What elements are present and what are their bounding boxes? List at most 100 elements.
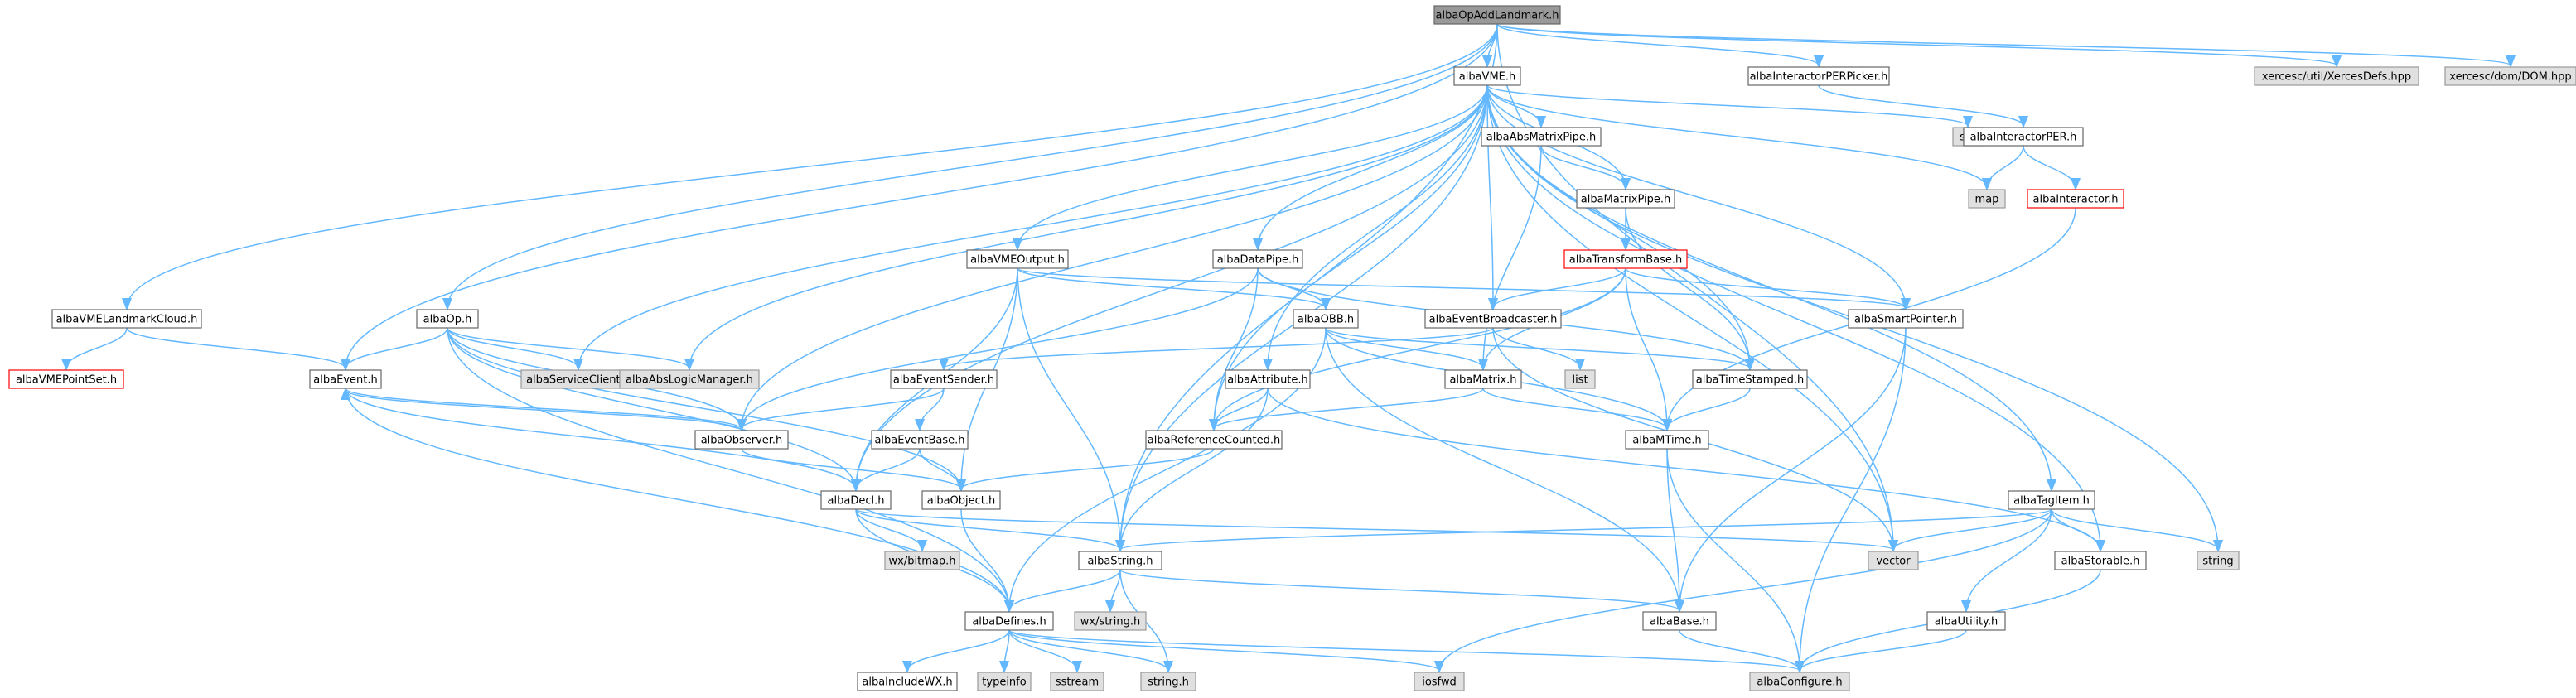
node-iosfwd[interactable]: iosfwd xyxy=(1414,672,1465,691)
node-box[interactable] xyxy=(1453,66,1521,86)
node-box[interactable] xyxy=(1140,672,1196,691)
node-box[interactable] xyxy=(871,430,969,450)
node-alba-matrix-pipe[interactable]: albaMatrixPipe.h xyxy=(1576,189,1675,209)
node-alba-include-wx[interactable]: albaIncludeWX.h xyxy=(857,672,958,691)
node-box[interactable] xyxy=(416,309,479,329)
node-alba-vmelandmark-cloud[interactable]: albaVMELandmarkCloud.h xyxy=(51,309,202,329)
node-box[interactable] xyxy=(1433,5,1561,25)
node-wx-bitmap[interactable]: wx/bitmap.h xyxy=(884,551,960,570)
node-box[interactable] xyxy=(966,249,1069,269)
node-box[interactable] xyxy=(884,551,960,570)
node-alba-event-sender[interactable]: albaEventSender.h xyxy=(890,369,998,389)
node-box[interactable] xyxy=(1868,551,1919,570)
node-map[interactable]: map xyxy=(1968,189,2006,209)
node-alba-service-client[interactable]: albaServiceClient.h xyxy=(520,369,636,389)
node-list[interactable]: list xyxy=(1564,369,1596,389)
node-box[interactable] xyxy=(921,490,1001,510)
node-alba-event-base[interactable]: albaEventBase.h xyxy=(871,430,969,450)
node-alba-base[interactable]: albaBase.h xyxy=(1642,611,1717,631)
node-box[interactable] xyxy=(1848,309,1964,329)
node-alba-mtime[interactable]: albaMTime.h xyxy=(1625,430,1709,450)
node-alba-smart-pointer[interactable]: albaSmartPointer.h xyxy=(1848,309,1964,329)
node-alba-interactor-per[interactable]: albaInteractorPER.h xyxy=(1963,127,2084,147)
node-alba-observer[interactable]: albaObserver.h xyxy=(694,430,789,450)
node-box[interactable] xyxy=(309,369,382,389)
node-box[interactable] xyxy=(1749,672,1850,691)
edge-alba-time-stamped-to-alba-mtime xyxy=(1667,388,1751,429)
node-alba-transform-base[interactable]: albaTransformBase.h xyxy=(1563,249,1688,269)
node-alba-configure[interactable]: albaConfigure.h xyxy=(1749,672,1850,691)
node-box[interactable] xyxy=(1050,672,1104,691)
node-box[interactable] xyxy=(1564,369,1596,389)
node-box[interactable] xyxy=(890,369,998,389)
node-alba-utility[interactable]: albaUtility.h xyxy=(1926,611,2006,631)
node-string-h[interactable]: string.h xyxy=(1140,672,1196,691)
node-box[interactable] xyxy=(51,309,202,329)
node-box[interactable] xyxy=(1212,249,1303,269)
node-box[interactable] xyxy=(2197,551,2240,570)
node-box[interactable] xyxy=(1078,551,1162,570)
node-alba-interactor-perpicker[interactable]: albaInteractorPERPicker.h xyxy=(1747,66,1890,86)
node-alba-data-pipe[interactable]: albaDataPipe.h xyxy=(1212,249,1303,269)
node-box[interactable] xyxy=(2444,66,2576,86)
node-box[interactable] xyxy=(1424,309,1562,329)
node-box[interactable] xyxy=(619,369,760,389)
node-box[interactable] xyxy=(857,672,958,691)
node-alba-op-add-landmark[interactable]: albaOpAddLandmark.h xyxy=(1433,5,1561,25)
node-wx-string[interactable]: wx/string.h xyxy=(1074,611,1147,631)
node-string[interactable]: string xyxy=(2197,551,2240,570)
node-vector[interactable]: vector xyxy=(1868,551,1919,570)
node-alba-vme[interactable]: albaVME.h xyxy=(1453,66,1521,86)
node-alba-string[interactable]: albaString.h xyxy=(1078,551,1162,570)
node-box[interactable] xyxy=(1747,66,1890,86)
node-box[interactable] xyxy=(2054,551,2147,570)
node-box[interactable] xyxy=(1625,430,1709,450)
node-alba-reference-counted[interactable]: albaReferenceCounted.h xyxy=(1145,430,1283,450)
node-alba-event[interactable]: albaEvent.h xyxy=(309,369,382,389)
node-alba-time-stamped[interactable]: albaTimeStamped.h xyxy=(1692,369,1808,389)
node-box[interactable] xyxy=(1968,189,2006,209)
node-alba-defines[interactable]: albaDefines.h xyxy=(964,611,1054,631)
node-box[interactable] xyxy=(2008,490,2095,510)
node-box[interactable] xyxy=(694,430,789,450)
node-label: map xyxy=(1975,194,1999,206)
node-box[interactable] xyxy=(1563,249,1688,269)
node-box[interactable] xyxy=(1293,309,1359,329)
node-box[interactable] xyxy=(2254,66,2419,86)
node-box[interactable] xyxy=(1692,369,1808,389)
node-box[interactable] xyxy=(1481,127,1602,147)
node-alba-matrix[interactable]: albaMatrix.h xyxy=(1444,369,1522,389)
node-box[interactable] xyxy=(1074,611,1147,631)
node-box[interactable] xyxy=(1576,189,1675,209)
node-box[interactable] xyxy=(1225,369,1311,389)
node-box[interactable] xyxy=(1414,672,1465,691)
node-alba-vmepoint-set[interactable]: albaVMEPointSet.h xyxy=(8,369,124,389)
node-xerces-dom[interactable]: xercesc/dom/DOM.hpp xyxy=(2444,66,2576,86)
node-alba-obb[interactable]: albaOBB.h xyxy=(1293,309,1359,329)
node-box[interactable] xyxy=(1444,369,1522,389)
node-alba-attribute[interactable]: albaAttribute.h xyxy=(1225,369,1311,389)
node-typeinfo[interactable]: typeinfo xyxy=(977,672,1032,691)
node-box[interactable] xyxy=(1145,430,1283,450)
node-alba-abs-logic-manager[interactable]: albaAbsLogicManager.h xyxy=(619,369,760,389)
edge-alba-smart-pointer-to-alba-base xyxy=(1679,327,1907,610)
node-alba-storable[interactable]: albaStorable.h xyxy=(2054,551,2147,570)
node-box[interactable] xyxy=(2027,189,2124,209)
node-alba-op[interactable]: albaOp.h xyxy=(416,309,479,329)
node-alba-interactor[interactable]: albaInteractor.h xyxy=(2027,189,2124,209)
node-alba-vmeoutput[interactable]: albaVMEOutput.h xyxy=(966,249,1069,269)
node-box[interactable] xyxy=(1642,611,1717,631)
node-box[interactable] xyxy=(977,672,1032,691)
node-sstream[interactable]: sstream xyxy=(1050,672,1104,691)
node-box[interactable] xyxy=(964,611,1054,631)
node-alba-event-broadcaster[interactable]: albaEventBroadcaster.h xyxy=(1424,309,1562,329)
node-alba-tag-item[interactable]: albaTagItem.h xyxy=(2008,490,2095,510)
node-alba-object[interactable]: albaObject.h xyxy=(921,490,1001,510)
node-alba-decl[interactable]: albaDecl.h xyxy=(820,490,892,510)
node-alba-abs-matrix-pipe[interactable]: albaAbsMatrixPipe.h xyxy=(1481,127,1602,147)
node-xerces-util[interactable]: xercesc/util/XercesDefs.hpp xyxy=(2254,66,2419,86)
node-box[interactable] xyxy=(820,490,892,510)
node-box[interactable] xyxy=(1963,127,2084,147)
node-box[interactable] xyxy=(1926,611,2006,631)
node-box[interactable] xyxy=(8,369,124,389)
